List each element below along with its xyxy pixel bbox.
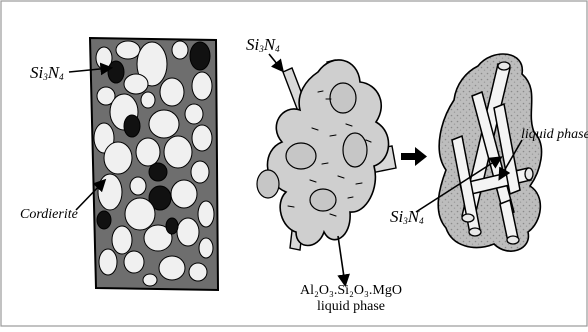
cordierite-grain — [99, 249, 117, 275]
cordierite-grain — [116, 41, 140, 59]
label-si3n4-right: Si3N4 — [390, 208, 424, 226]
label-oxide-formula: Al₂O₃.Si₂O₃.MgO — [266, 284, 436, 298]
cordierite-grain — [191, 161, 209, 183]
cordierite-grain — [192, 125, 212, 151]
rod-end — [525, 168, 533, 180]
cordierite-grain — [124, 251, 144, 273]
rod-end — [498, 62, 510, 70]
si3n4-grain — [190, 42, 210, 70]
cordierite-grain — [189, 263, 207, 281]
label-si3n4-middle: Si3N4 — [246, 36, 280, 54]
label-si3n4-left: Si3N4 — [30, 64, 64, 82]
si3n4-grain — [108, 61, 124, 83]
label-cordierite: Cordierite — [20, 208, 78, 222]
si3n4-grain — [124, 115, 140, 137]
lump — [286, 143, 316, 169]
lump — [257, 170, 279, 198]
si3n4-grain — [149, 163, 167, 181]
rod-end — [507, 236, 519, 244]
lump — [330, 83, 356, 113]
cordierite-grain — [112, 226, 132, 254]
cordierite-grain — [199, 238, 213, 258]
cordierite-grain — [177, 218, 199, 246]
cordierite-grain — [130, 177, 146, 195]
cordierite-grain — [143, 274, 157, 286]
lump — [310, 189, 336, 211]
lump — [343, 133, 367, 167]
cordierite-matrix-panel — [90, 38, 218, 290]
si3n4-grain — [97, 211, 111, 229]
cordierite-grain — [198, 201, 214, 227]
cordierite-grain — [159, 256, 185, 280]
cordierite-grain — [141, 92, 155, 108]
cordierite-grain — [185, 104, 203, 124]
cordierite-grain — [172, 41, 188, 59]
cordierite-grain — [160, 78, 184, 106]
rod-end — [462, 214, 474, 222]
cordierite-grain — [125, 198, 155, 230]
cordierite-grain — [104, 142, 132, 174]
cordierite-grain — [136, 138, 160, 166]
cordierite-grain — [171, 180, 197, 208]
cordierite-grain — [192, 72, 212, 100]
cordierite-grain — [164, 136, 192, 168]
si3n4-grain — [166, 218, 178, 234]
cordierite-grain — [124, 74, 148, 94]
rod-end — [469, 228, 481, 236]
label-liquid-phase-right: liquid phase — [521, 128, 588, 142]
cordierite-grain — [149, 110, 179, 138]
label-oxide-liquid: liquid phase — [266, 300, 436, 314]
cordierite-grain — [98, 174, 122, 210]
oxide-label-group: Al₂O₃.Si₂O₃.MgO liquid phase — [266, 284, 436, 314]
